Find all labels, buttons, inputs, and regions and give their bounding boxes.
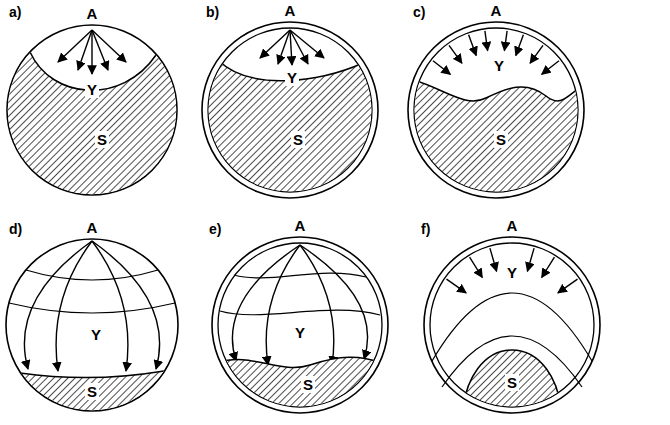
flow-arrow (516, 35, 524, 56)
region-letter: S (95, 131, 109, 148)
flow-arrow (91, 30, 92, 74)
flow-arrow (504, 31, 507, 51)
zone-letter: Y (285, 69, 299, 86)
front-line (26, 270, 158, 280)
source-letter: A (85, 5, 100, 22)
s-hatch (462, 350, 562, 425)
region-letter: S (291, 131, 305, 148)
s-hatch (200, 357, 400, 425)
s-hatch (0, 52, 192, 210)
source-letter: A (505, 217, 520, 234)
text-anchor: A (293, 217, 308, 235)
text-anchor: Y (293, 324, 307, 342)
s-region: S (6, 369, 178, 411)
sample-circle: SAY (212, 237, 388, 413)
flow-arrow (542, 61, 559, 75)
zone-letter: Y (293, 324, 307, 341)
panel-label: d) (8, 222, 23, 237)
text-anchor: Y (285, 69, 299, 87)
text-anchor: S (95, 131, 109, 149)
s-hatch (396, 80, 596, 210)
flow-arrow (24, 241, 92, 369)
source-letter: A (489, 2, 504, 19)
panel-label: e) (208, 222, 222, 237)
sample-circle: SAY (408, 22, 584, 198)
s-region: S (218, 353, 382, 407)
text-anchor: A (85, 5, 100, 23)
flow-arrow (449, 45, 462, 63)
sample-circle: SAY (424, 237, 600, 413)
region-letter: S (494, 131, 508, 148)
sample-circle: SAY (6, 239, 178, 411)
flow-arrow (56, 241, 92, 371)
text-anchor: Y (505, 264, 519, 282)
region-letter: S (85, 383, 99, 400)
text-anchor: Y (89, 326, 103, 344)
flow-arrow (290, 30, 292, 65)
source-letter: A (85, 219, 100, 236)
s-hatch (0, 371, 192, 425)
s-region: S (462, 349, 562, 407)
text-anchor: A (489, 2, 504, 20)
text-anchor: A (283, 2, 298, 20)
region-letter: S (301, 376, 315, 393)
source-letter: A (283, 2, 298, 19)
text-anchor: S (301, 376, 315, 394)
front-line (220, 310, 380, 315)
text-anchor: S (291, 131, 305, 149)
text-anchor: S (85, 383, 99, 401)
flow-arrow (558, 279, 578, 293)
flow-arrow (290, 30, 308, 64)
region-letter: S (505, 374, 519, 391)
text-anchor: Y (85, 81, 99, 99)
flow-arrow (447, 279, 467, 293)
inner-ring (430, 243, 594, 407)
flow-arrow (469, 35, 477, 56)
flow-arrow (266, 245, 300, 365)
zone-letter: Y (89, 326, 103, 343)
flow-arrow (300, 245, 368, 359)
hatched-region (7, 50, 177, 195)
flow-arrow (485, 31, 488, 51)
flow-arrow (290, 30, 324, 58)
flow-arrow (92, 241, 160, 369)
s-region: S (414, 74, 578, 192)
flow-arrow (92, 30, 108, 70)
text-anchor: S (505, 374, 519, 392)
flow-arrow (92, 30, 126, 62)
text-anchor: A (505, 217, 520, 235)
sample-circle: SAY (202, 22, 378, 198)
zone-letter: Y (85, 81, 99, 98)
panel-label: c) (412, 5, 426, 20)
s-region: S (7, 50, 177, 195)
zone-letter: Y (505, 264, 519, 281)
flow-arrow (490, 248, 497, 271)
text-anchor: A (85, 219, 100, 237)
s-hatch (190, 55, 390, 210)
front-line (234, 273, 366, 278)
flow-arrow (542, 257, 555, 277)
panel-label: b) (205, 5, 220, 20)
sample-circle: SAY (7, 25, 177, 195)
zone-letter: Y (492, 57, 506, 74)
flow-arrow (300, 245, 334, 365)
outer-ring (424, 237, 600, 413)
flow-arrow (92, 241, 128, 371)
panel-label: a) (8, 5, 22, 20)
panel-label: f) (420, 222, 431, 237)
flow-arrow (530, 45, 543, 63)
flow-arrow (433, 61, 450, 75)
outer-ring (212, 237, 388, 413)
flow-arrow (278, 30, 290, 64)
flow-arrow (78, 30, 92, 70)
text-anchor: Y (492, 57, 506, 75)
flow-arrow (470, 257, 483, 277)
source-letter: A (293, 217, 308, 234)
flow-arrow (527, 248, 534, 271)
text-anchor: S (494, 131, 508, 149)
